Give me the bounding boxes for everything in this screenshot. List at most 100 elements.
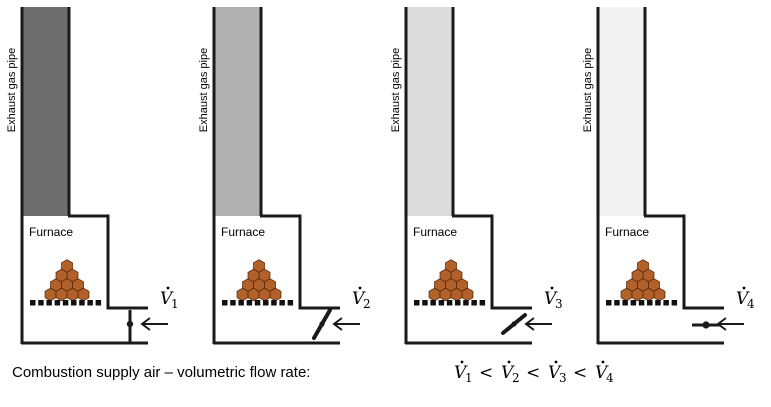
grate bbox=[30, 300, 102, 306]
wood-log bbox=[428, 287, 441, 302]
inequality-subscript: 3 bbox=[559, 371, 567, 385]
inequality-operator: < bbox=[479, 363, 493, 383]
grate-bar bbox=[422, 300, 428, 306]
damper-pivot bbox=[702, 321, 710, 329]
grate-bar bbox=[46, 300, 52, 306]
inequality-subscript: 2 bbox=[512, 371, 520, 385]
exhaust-pipe-label: Exhaust gas pipe bbox=[390, 48, 402, 132]
grate-bar bbox=[655, 300, 661, 306]
grate-bar bbox=[271, 300, 277, 306]
inequality-dot bbox=[460, 360, 464, 364]
wood-pile bbox=[44, 259, 90, 302]
grate-bar bbox=[479, 300, 486, 306]
flow-symbol: V bbox=[544, 289, 558, 309]
inequality-subscript: 1 bbox=[465, 371, 473, 385]
grate-bar bbox=[430, 300, 436, 306]
grate-bar bbox=[71, 300, 77, 306]
wood-log bbox=[55, 287, 68, 302]
furnace-roof-wall bbox=[68, 214, 148, 310]
inequality-symbol: V bbox=[501, 363, 515, 383]
grate-bar bbox=[463, 300, 469, 306]
flow-subscript: 2 bbox=[363, 297, 371, 311]
wood-pile bbox=[428, 259, 474, 302]
air-arrow-head bbox=[140, 317, 151, 331]
grate-bar bbox=[287, 300, 294, 306]
inequality-symbol: V bbox=[454, 363, 468, 383]
flow-dot bbox=[166, 286, 170, 290]
grate-bar bbox=[279, 300, 285, 306]
wood-log bbox=[258, 287, 271, 302]
grate-bar bbox=[87, 300, 93, 306]
inequality-dot bbox=[601, 360, 605, 364]
furnace-roof-wall bbox=[644, 214, 724, 310]
wood-log bbox=[620, 287, 633, 302]
flow-subscript: 3 bbox=[555, 297, 563, 311]
exhaust-smoke bbox=[598, 7, 645, 216]
furnace-label: Furnace bbox=[605, 225, 649, 239]
wood-log bbox=[461, 287, 474, 302]
caption-text: Combustion supply air – volumetric flow … bbox=[12, 364, 310, 381]
grate-bar bbox=[446, 300, 453, 306]
exhaust-smoke bbox=[406, 7, 453, 216]
grate-bar bbox=[663, 300, 669, 306]
grate-bar bbox=[62, 300, 69, 306]
grate-bar bbox=[95, 300, 102, 306]
grate-bar bbox=[54, 300, 61, 306]
inequality-dot bbox=[507, 360, 511, 364]
inequality-subscript: 4 bbox=[606, 371, 614, 385]
furnace-roof-wall bbox=[260, 214, 340, 310]
inequality-dot bbox=[554, 360, 558, 364]
flow-rate-label: V3 bbox=[544, 286, 563, 311]
grate-bar bbox=[30, 300, 36, 306]
grate-bar bbox=[606, 300, 612, 306]
wood-log bbox=[653, 287, 666, 302]
furnace-label: Furnace bbox=[221, 225, 265, 239]
exhaust-smoke bbox=[214, 7, 261, 216]
grate-bar bbox=[263, 300, 269, 306]
inequality-operator: < bbox=[573, 363, 587, 383]
wood-log bbox=[77, 287, 90, 302]
flow-dot bbox=[358, 286, 362, 290]
exhaust-pipe-label: Exhaust gas pipe bbox=[582, 48, 594, 132]
grate-bar bbox=[414, 300, 420, 306]
flow-rate-label: V2 bbox=[352, 286, 371, 311]
furnace-roof-wall bbox=[452, 214, 532, 310]
wood-log bbox=[236, 287, 249, 302]
grate-bar bbox=[246, 300, 253, 306]
grate-bar bbox=[254, 300, 261, 306]
grate-bar bbox=[222, 300, 228, 306]
inequality-operator: < bbox=[526, 363, 540, 383]
flow-subscript: 4 bbox=[747, 297, 755, 311]
grate bbox=[222, 300, 294, 306]
flow-symbol: V bbox=[352, 289, 366, 309]
grate-bar bbox=[630, 300, 637, 306]
air-arrow-head bbox=[716, 317, 727, 331]
grate-bar bbox=[438, 300, 445, 306]
grate bbox=[606, 300, 678, 306]
flow-dot bbox=[550, 286, 554, 290]
air-arrow-head bbox=[524, 317, 535, 331]
grate-bar bbox=[455, 300, 461, 306]
flow-rate-label: V1 bbox=[160, 286, 179, 311]
grate-bar bbox=[471, 300, 477, 306]
wood-log bbox=[247, 287, 260, 302]
flow-rate-label: V4 bbox=[736, 286, 755, 311]
inequality-symbol: V bbox=[548, 363, 562, 383]
wood-log bbox=[66, 287, 79, 302]
exhaust-pipe-label: Exhaust gas pipe bbox=[6, 48, 18, 132]
exhaust-smoke bbox=[22, 7, 69, 216]
wood-pile bbox=[620, 259, 666, 302]
flow-symbol: V bbox=[736, 289, 750, 309]
damper-pivot bbox=[126, 320, 134, 328]
wood-log bbox=[642, 287, 655, 302]
flow-inequality: V1<V2<V3<V4 bbox=[454, 360, 614, 385]
air-arrow-head bbox=[332, 317, 343, 331]
wood-log bbox=[44, 287, 57, 302]
grate-bar bbox=[622, 300, 628, 306]
inequality-symbol: V bbox=[595, 363, 609, 383]
furnace-label: Furnace bbox=[413, 225, 457, 239]
grate-bar bbox=[79, 300, 85, 306]
